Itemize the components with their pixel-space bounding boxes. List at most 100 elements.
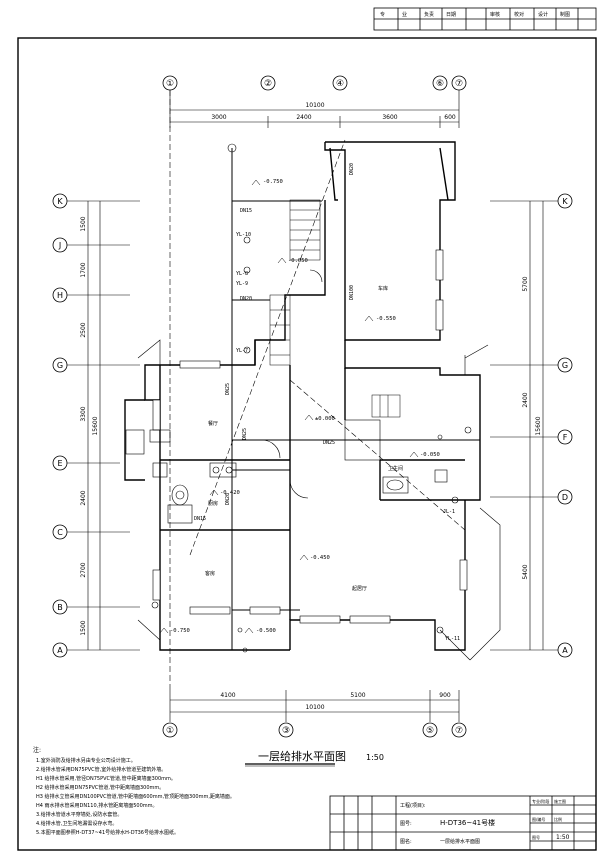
elevation-marks bbox=[159, 179, 419, 634]
pipe-label: DN20 bbox=[349, 163, 355, 175]
grid-label: ⑥ bbox=[436, 79, 444, 89]
grid-label: ⑦ bbox=[455, 79, 463, 89]
room-label: 厨房 bbox=[208, 500, 218, 507]
note-line: 1.室外消防及给排水另由专业公司设计施工。 bbox=[36, 757, 136, 764]
dim-text: 1700 bbox=[80, 262, 87, 277]
grid-label: J bbox=[58, 241, 61, 250]
elevation-label: -0.420 bbox=[220, 490, 240, 496]
pipe-label: DN15 bbox=[194, 516, 206, 522]
grid-label: ④ bbox=[336, 79, 344, 89]
title-block-drawing-name: 一层给排水平面图 bbox=[440, 838, 480, 845]
note-line: H1 给排水管采用,管径DN75PVC管道,管中距离墙面300mm。 bbox=[36, 775, 176, 782]
note-line: 5.本图平面图参照H-DT37~41号给排水H-DT36号给排水图纸。 bbox=[36, 829, 179, 836]
dim-text: 10100 bbox=[305, 704, 324, 711]
pipe-label: DN20 bbox=[240, 296, 252, 302]
room-label: 客房 bbox=[205, 570, 215, 577]
title-block bbox=[329, 795, 597, 851]
grid-label: H bbox=[57, 291, 63, 300]
fixtures bbox=[149, 269, 448, 653]
title-block-cell: 图/编号 bbox=[532, 816, 545, 822]
dim-text: 1500 bbox=[80, 620, 87, 635]
dim-text: 4100 bbox=[220, 692, 235, 699]
note-line: 3.给排水管道水平穿墙处,设防水套管。 bbox=[36, 811, 122, 818]
header-cell: 设计 bbox=[538, 11, 548, 18]
riser-markers bbox=[151, 143, 472, 634]
grid-right bbox=[557, 193, 573, 658]
elevation-label: -0.050 bbox=[420, 452, 440, 458]
riser-label: YL-7 bbox=[236, 348, 248, 354]
grid-label: B bbox=[57, 603, 63, 612]
riser-label: JL-1 bbox=[443, 509, 455, 515]
pipe-label: DN25 bbox=[225, 383, 231, 395]
grid-left bbox=[52, 193, 68, 658]
title-block-project: 工程(项目): bbox=[400, 802, 426, 809]
dim-text: 2400 bbox=[296, 114, 311, 121]
dim-text: 5700 bbox=[522, 276, 529, 291]
dim-text: 5400 bbox=[522, 564, 529, 579]
title-block-label: 图号: bbox=[400, 821, 412, 827]
dim-right bbox=[490, 200, 558, 651]
title-block-cell: 图号 bbox=[532, 834, 540, 840]
dim-left bbox=[67, 200, 140, 651]
room-label: 卫生间 bbox=[388, 465, 403, 472]
dim-text: 3300 bbox=[80, 406, 87, 421]
dim-text: 2700 bbox=[80, 562, 87, 577]
dashed-lines bbox=[169, 90, 466, 690]
dim-text: 2400 bbox=[522, 392, 529, 407]
windows bbox=[125, 249, 468, 624]
dim-text: 5100 bbox=[350, 692, 365, 699]
header-cell: 负责 bbox=[424, 11, 434, 18]
title-block-scale: 1:50 bbox=[556, 834, 570, 841]
grid-label: ② bbox=[264, 79, 272, 89]
grid-label: K bbox=[57, 197, 63, 206]
pipe-label: DN100 bbox=[349, 285, 355, 300]
title-block-cell: 施工图 bbox=[554, 798, 566, 804]
note-line: H4 雨水排水管采用DN110,排水管距离墙面500mm。 bbox=[36, 802, 158, 809]
grid-top bbox=[162, 75, 467, 91]
grid-label: E bbox=[57, 459, 62, 468]
room-label: 餐厅 bbox=[208, 420, 218, 427]
room-label: 车库 bbox=[378, 285, 388, 292]
walls bbox=[124, 141, 481, 651]
riser-label: YL-11 bbox=[445, 636, 460, 642]
notes-heading: 注: bbox=[33, 746, 41, 754]
elevation-label: -0.750 bbox=[263, 179, 283, 185]
note-line: H2 给排水管采用DN75PVC管道,管中距离墙面300mm。 bbox=[36, 784, 164, 791]
grid-label: ① bbox=[166, 726, 174, 736]
elevation-label: ±0.000 bbox=[315, 416, 335, 422]
title-block-cell: 专业/阶段 bbox=[532, 798, 549, 804]
title-block-cell: 比例 bbox=[554, 816, 562, 822]
elevation-label: -0.550 bbox=[376, 316, 396, 322]
header-cell: 业 bbox=[402, 11, 407, 18]
riser-label: YL-9 bbox=[236, 281, 248, 287]
elevation-label: -0.450 bbox=[310, 555, 330, 561]
grid-label: C bbox=[57, 528, 63, 537]
elevation-label: -0.050 bbox=[288, 258, 308, 264]
roof-hips bbox=[137, 339, 501, 661]
dim-top bbox=[169, 90, 460, 128]
pipe-label: DN15 bbox=[240, 208, 252, 214]
title-block-label: 图名: bbox=[400, 838, 412, 845]
grid-label: G bbox=[57, 361, 63, 370]
header-cell: 日期 bbox=[446, 12, 456, 18]
grid-label: ⑦ bbox=[455, 726, 463, 736]
dim-text: 2400 bbox=[80, 490, 87, 505]
header-cell: 制图 bbox=[560, 11, 570, 18]
grid-label: G bbox=[562, 361, 568, 370]
note-line: H3 给排水立管采用DN100PVC管道,管中距墙面600mm,管顶距地面300… bbox=[36, 793, 235, 800]
dim-bottom bbox=[169, 690, 460, 722]
riser-label: YL-8 bbox=[236, 271, 248, 277]
grid-label: ① bbox=[166, 79, 174, 89]
dim-text: 15600 bbox=[92, 416, 99, 435]
elevation-label: -0.750 bbox=[170, 628, 190, 634]
grid-label: D bbox=[562, 493, 568, 502]
note-line: 2.给排水管采用DN75PVC管,室外给排水管道至建筑外墙。 bbox=[36, 766, 166, 773]
grid-label: K bbox=[562, 197, 568, 206]
title-block-drawing-no: H-DT36~41号楼 bbox=[440, 818, 495, 827]
header-table bbox=[373, 7, 597, 31]
pipe-label: DN25 bbox=[323, 440, 335, 446]
dim-text: 10100 bbox=[305, 102, 324, 109]
grid-label: F bbox=[563, 433, 568, 442]
drawing-scale: 1:50 bbox=[366, 753, 384, 762]
riser-label: YL-10 bbox=[236, 232, 251, 238]
